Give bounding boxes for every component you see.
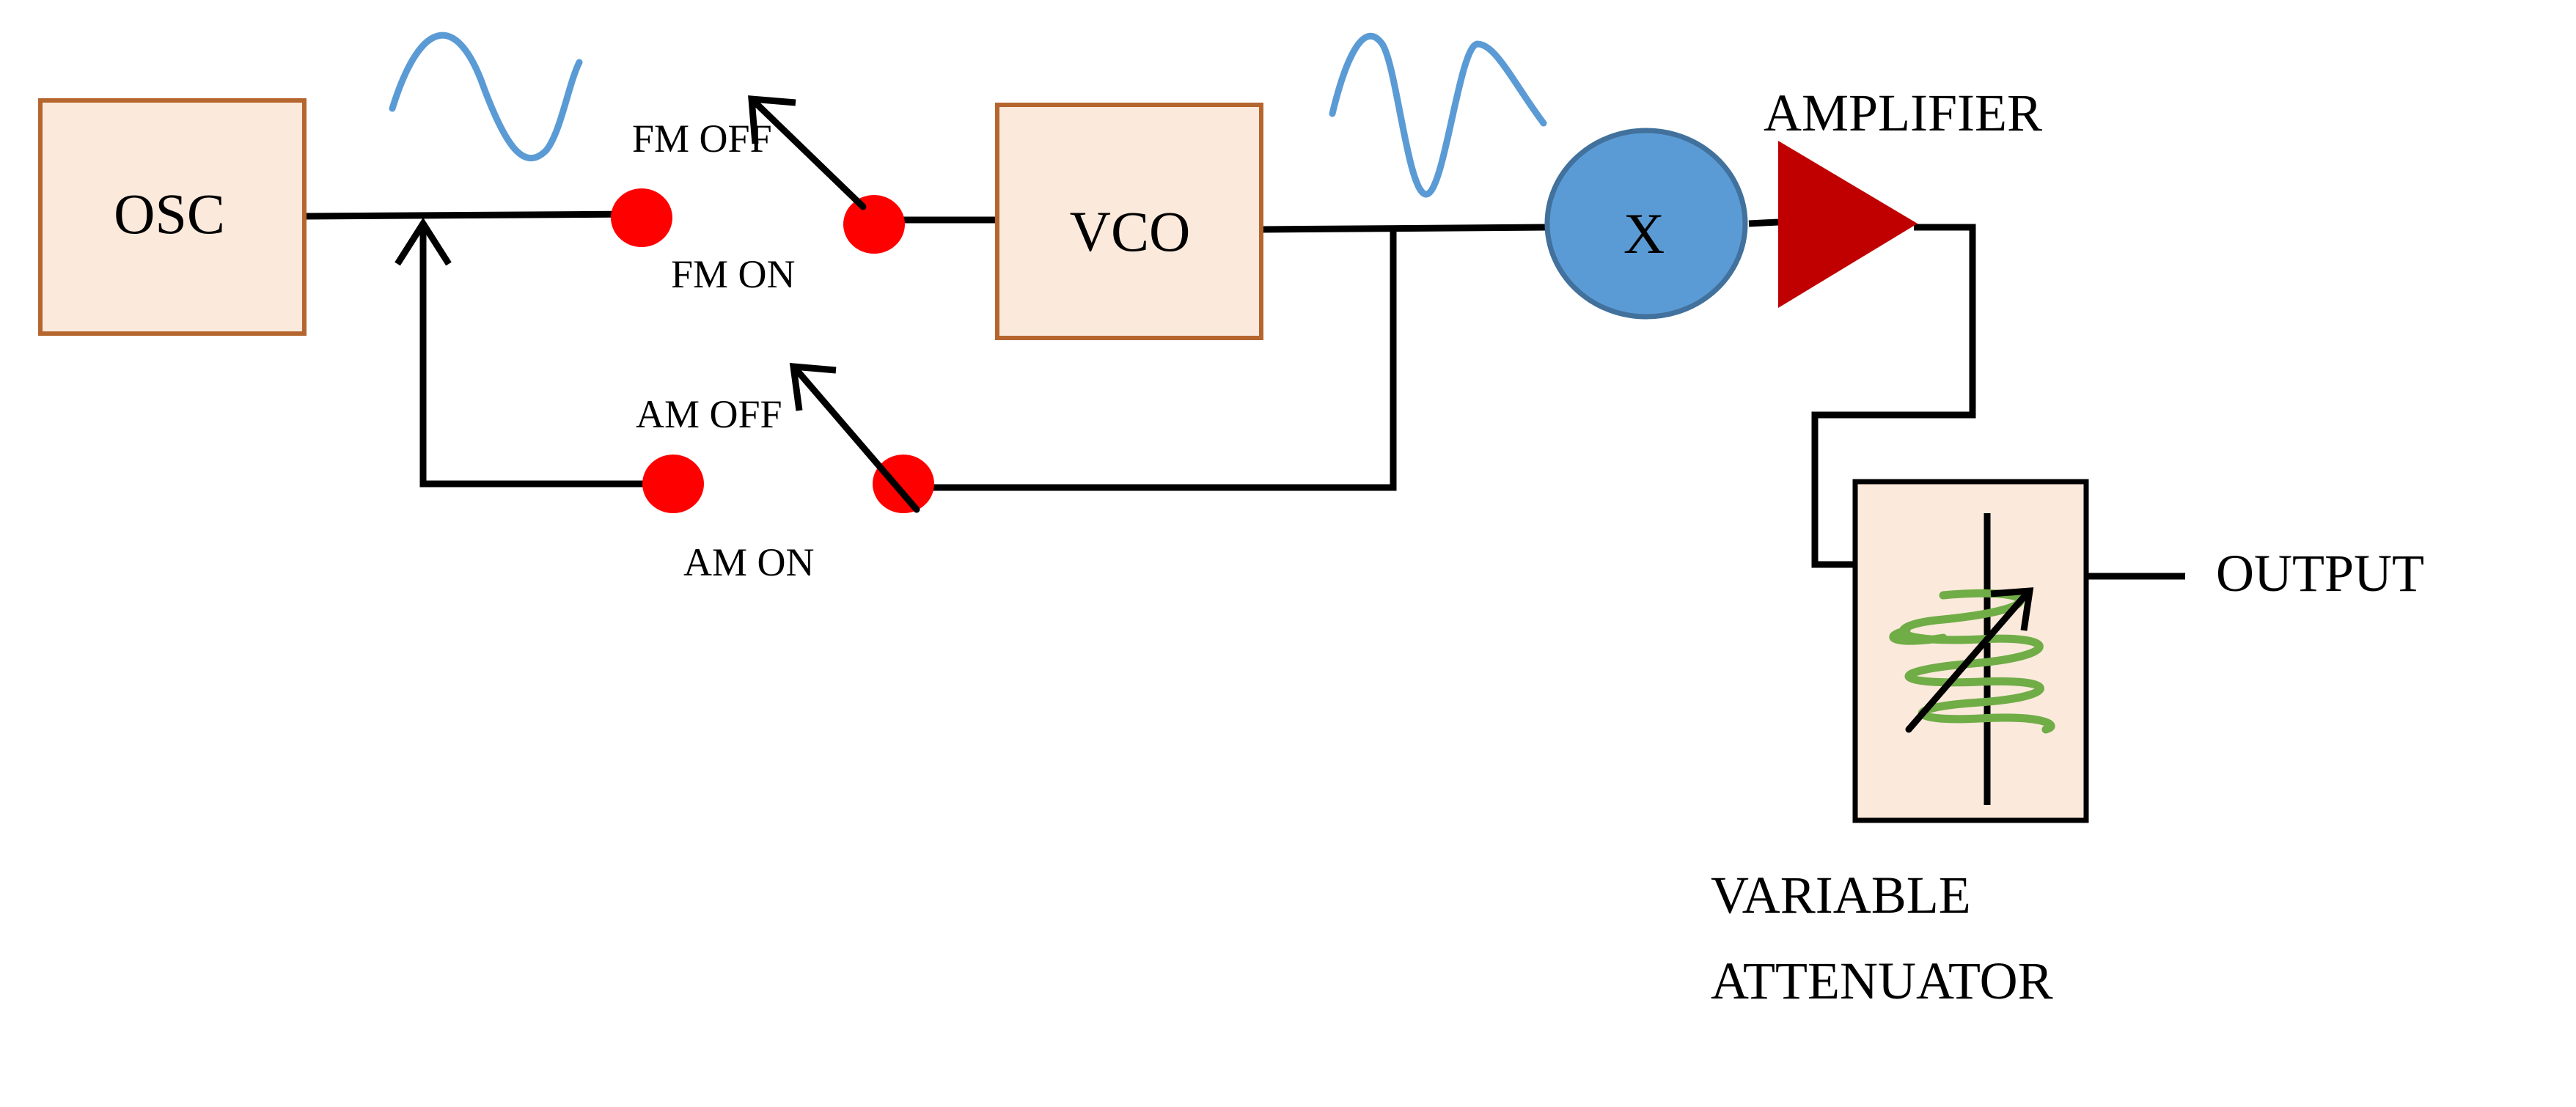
wire-vco-to-mixer — [1261, 224, 1548, 233]
fm-on-label: FM ON — [671, 252, 796, 296]
arrow-head-osc-feedback — [395, 217, 452, 266]
attenuator-box — [1852, 479, 2089, 823]
variable-resistor-coil-top — [1889, 626, 1948, 645]
osc-block: OSC — [38, 98, 307, 336]
vco-label: VCO — [1070, 199, 1191, 263]
attenuator-arrow-head — [1990, 587, 2034, 631]
sine-wave-icon — [389, 32, 583, 162]
fm-switch-lever — [750, 98, 867, 210]
output-label: OUTPUT — [2216, 544, 2424, 603]
am-switch-right-contact — [873, 455, 934, 513]
attenuator-label-line1: VARIABLE — [1711, 866, 1971, 924]
vco-block: VCO — [995, 103, 1263, 340]
fm-off-label: FM OFF — [632, 117, 772, 161]
wires — [304, 210, 2185, 580]
mixer-label: X — [1623, 202, 1665, 265]
amplifier-label: AMPLIFIER — [1764, 84, 2042, 142]
vco-box — [995, 103, 1263, 340]
am-switch-left-contact — [642, 455, 704, 513]
triangle-amplifier-icon — [1778, 141, 1918, 308]
am-on-label: AM ON — [683, 540, 815, 584]
fm-switch-lever-arrow-head — [748, 95, 796, 144]
attenuator-label-line2: ATTENUATOR — [1711, 952, 2053, 1010]
attenuator-arrow-shaft — [1905, 592, 2029, 733]
wire-vco-branch-to-am-switch — [902, 229, 1397, 491]
wire-am-switch-to-osc — [419, 227, 645, 488]
sine-wave-icon — [1329, 32, 1547, 198]
variable-resistor-icon — [1898, 589, 2055, 734]
wire-amplifier-to-attenuator — [1811, 224, 1976, 568]
am-off-label: AM OFF — [636, 392, 782, 436]
fm-switch[interactable] — [611, 95, 905, 254]
wire-mixer-to-amplifier — [1748, 218, 1779, 227]
am-switch[interactable] — [642, 363, 934, 513]
mixer: X — [1544, 128, 1748, 320]
am-switch-lever-arrow-head — [789, 363, 837, 411]
am-switch-lever — [792, 365, 920, 513]
mixer-circle — [1544, 128, 1748, 320]
fm-switch-right-contact — [843, 195, 905, 254]
osc-box — [38, 98, 307, 336]
fm-switch-left-contact — [611, 188, 672, 247]
wire-osc-to-fm-switch — [304, 210, 639, 220]
variable-attenuator[interactable] — [1852, 479, 2089, 823]
osc-label: OSC — [114, 182, 225, 246]
